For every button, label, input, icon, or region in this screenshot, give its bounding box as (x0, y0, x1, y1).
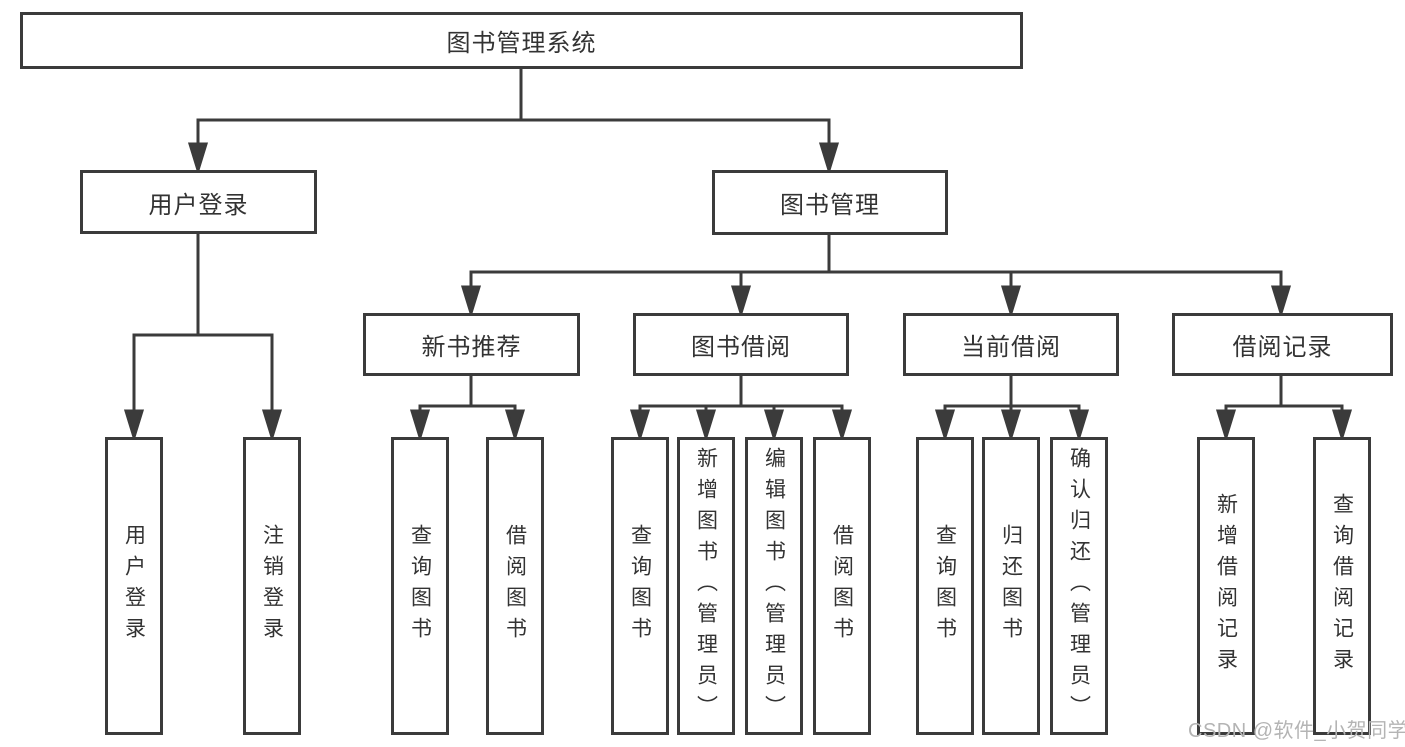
leaf-current-query-book: 查询图书 (916, 437, 974, 735)
leaf-current-return-book-label: 归还图书 (999, 524, 1023, 648)
leaf-logout-login: 注销登录 (243, 437, 301, 735)
arrowhead (629, 409, 651, 443)
arrowhead (818, 142, 840, 176)
node-current-borrow: 当前借阅 (903, 313, 1119, 376)
node-book-management-label: 图书管理 (780, 192, 880, 219)
node-user-login-label: 用户登录 (148, 191, 249, 219)
leaf-current-query-book-label: 查询图书 (933, 524, 957, 648)
leaf-borrowmod-edit-book-admin: 编辑图书（管理员） (745, 437, 803, 735)
leaf-logout-login-label: 注销登录 (260, 524, 284, 648)
leaf-borrowmod-query-book: 查询图书 (611, 437, 669, 735)
node-new-book-recommend-label: 新书推荐 (421, 334, 522, 361)
leaf-current-return-book: 归还图书 (982, 437, 1040, 735)
node-root: 图书管理系统 (20, 12, 1023, 69)
arrowhead (261, 409, 283, 443)
node-user-login: 用户登录 (80, 170, 317, 234)
node-book-borrow-label: 图书借阅 (691, 334, 791, 361)
arrowhead (695, 409, 717, 443)
leaf-user-login-label: 用户登录 (122, 524, 146, 648)
node-new-book-recommend: 新书推荐 (363, 313, 580, 376)
csdn-watermark: CSDN @软件_小贺同学 (1188, 720, 1405, 742)
arrowhead (409, 409, 431, 443)
leaf-newrec-borrow-book: 借阅图书 (486, 437, 544, 735)
arrowhead (1215, 409, 1237, 443)
arrowhead (504, 409, 526, 443)
leaf-borrowmod-borrow-book: 借阅图书 (813, 437, 871, 735)
leaf-current-confirm-return-admin-label: 确认归还（管理员） (1067, 446, 1091, 726)
arrowhead (1331, 409, 1353, 443)
arrowhead (831, 409, 853, 443)
leaf-user-login: 用户登录 (105, 437, 163, 735)
node-book-management: 图书管理 (712, 170, 948, 235)
leaf-records-query-record-label: 查询借阅记录 (1330, 493, 1354, 679)
arrowhead (934, 409, 956, 443)
arrowhead (187, 142, 209, 176)
arrowhead (1000, 409, 1022, 443)
leaf-borrowmod-add-book-admin: 新增图书（管理员） (677, 437, 735, 735)
leaf-borrowmod-edit-book-admin-label: 编辑图书（管理员） (762, 446, 786, 726)
leaf-records-query-record: 查询借阅记录 (1313, 437, 1371, 735)
leaf-newrec-query-book-label: 查询图书 (408, 524, 432, 648)
node-borrow-records-label: 借阅记录 (1232, 334, 1333, 361)
arrowhead (123, 409, 145, 443)
leaf-newrec-query-book: 查询图书 (391, 437, 449, 735)
leaf-records-add-record: 新增借阅记录 (1197, 437, 1255, 735)
arrowhead (460, 285, 482, 319)
leaf-current-confirm-return-admin: 确认归还（管理员） (1050, 437, 1108, 735)
leaf-records-add-record-label: 新增借阅记录 (1214, 493, 1238, 679)
node-current-borrow-label: 当前借阅 (961, 334, 1061, 361)
node-root-label: 图书管理系统 (446, 30, 597, 57)
leaf-borrowmod-borrow-book-label: 借阅图书 (830, 524, 854, 648)
arrowhead (1000, 285, 1022, 319)
arrowhead (1270, 285, 1292, 319)
arrowhead (763, 409, 785, 443)
arrowhead (1068, 409, 1090, 443)
leaf-borrowmod-query-book-label: 查询图书 (628, 524, 652, 648)
leaf-newrec-borrow-book-label: 借阅图书 (503, 524, 527, 648)
arrowhead (730, 285, 752, 319)
node-borrow-records: 借阅记录 (1172, 313, 1393, 376)
node-book-borrow: 图书借阅 (633, 313, 849, 376)
leaf-borrowmod-add-book-admin-label: 新增图书（管理员） (694, 446, 718, 726)
